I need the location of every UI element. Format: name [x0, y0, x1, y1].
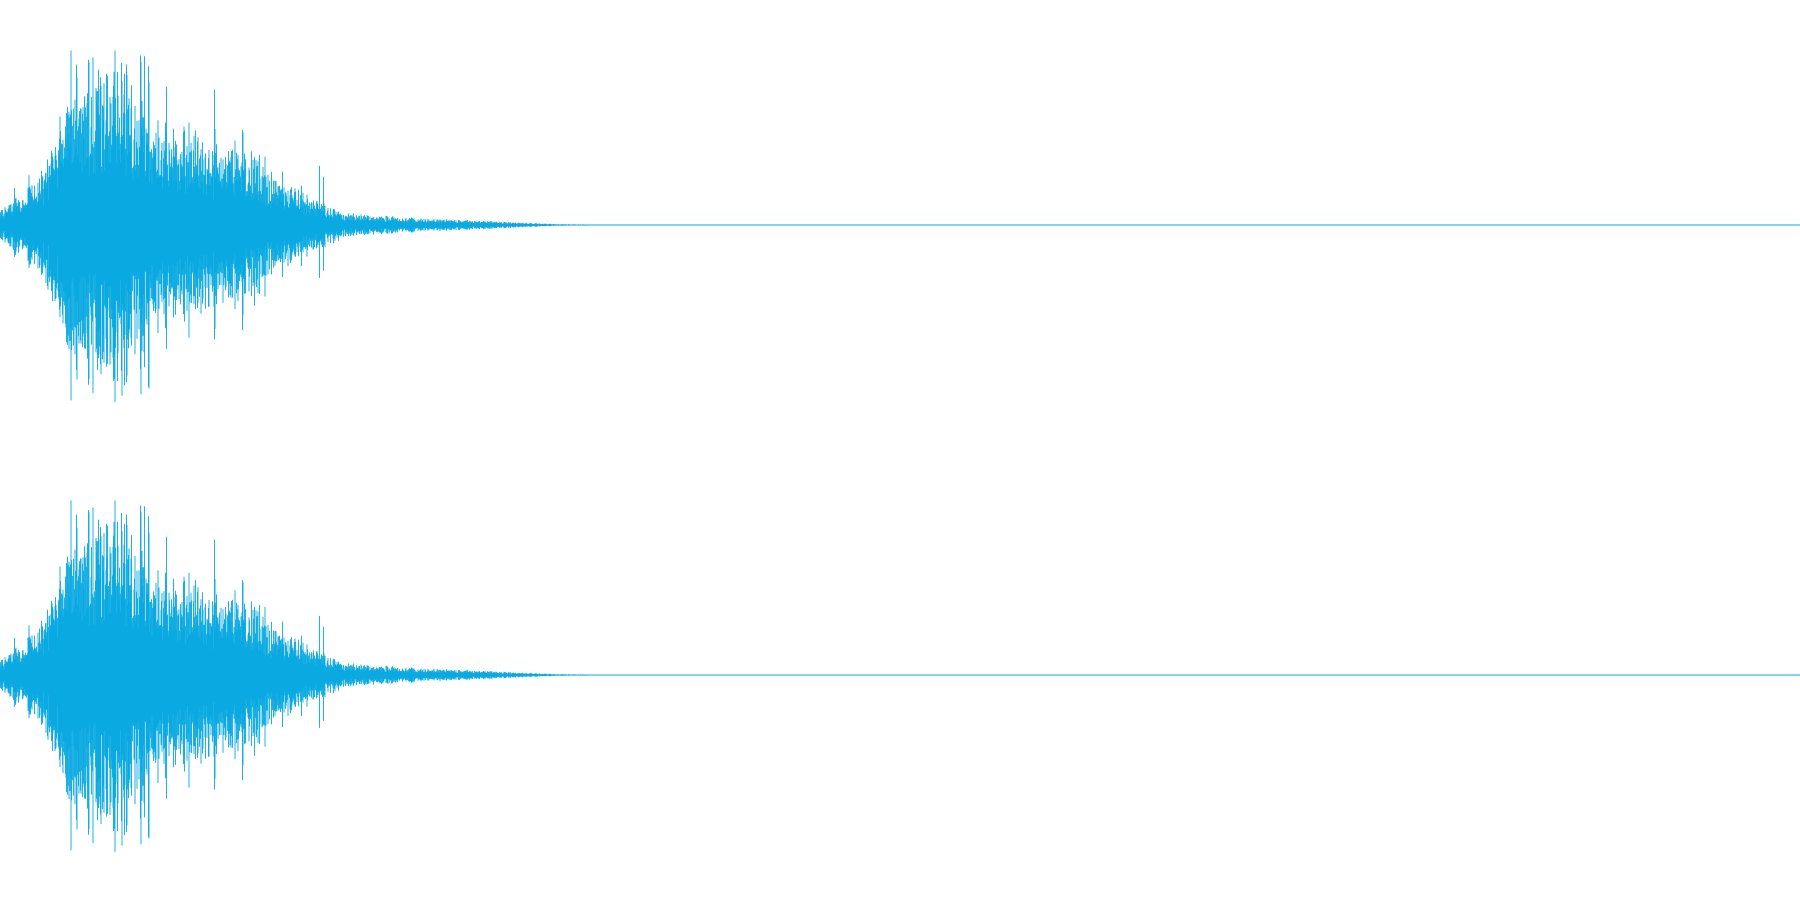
waveform-right	[0, 500, 1800, 852]
waveform-left	[0, 50, 1800, 402]
waveform-path	[0, 50, 630, 402]
channel-track-right[interactable]	[0, 450, 1800, 900]
waveform-path	[0, 500, 630, 852]
channel-track-left[interactable]	[0, 0, 1800, 450]
